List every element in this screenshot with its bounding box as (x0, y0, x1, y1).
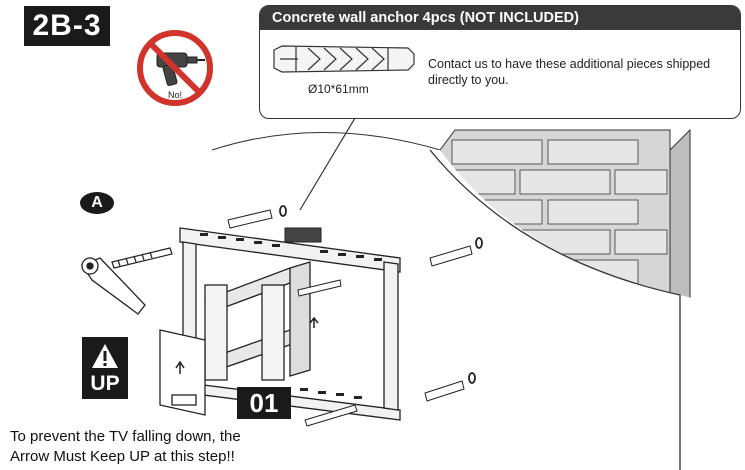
tool-badge-a: A (80, 192, 114, 214)
no-drill-icon: No! (135, 28, 215, 113)
no-drill-label: No! (168, 90, 182, 100)
warning-line-1: To prevent the TV falling down, the (10, 428, 241, 445)
articulating-arm (204, 261, 311, 381)
part-number: 01 (237, 387, 291, 419)
warning-text: To prevent the TV falling down, the Arro… (10, 427, 310, 467)
wrench-icon (81, 257, 146, 315)
warning-line-2: Arrow Must Keep UP at this step!! (10, 448, 235, 465)
anchor-callout: Concrete wall anchor 4pcs (NOT INCLUDED)… (259, 5, 741, 119)
contact-text: Contact us to have these additional piec… (428, 57, 711, 87)
warning-icon (92, 344, 118, 368)
step-badge: 2B-3 (24, 6, 110, 46)
wall-anchor-icon (268, 38, 418, 87)
anchor-size: Ø10*61mm (308, 82, 369, 96)
callout-title: Concrete wall anchor 4pcs (NOT INCLUDED) (260, 6, 740, 30)
up-warning-badge: UP (82, 337, 128, 399)
up-label: UP (90, 372, 120, 395)
